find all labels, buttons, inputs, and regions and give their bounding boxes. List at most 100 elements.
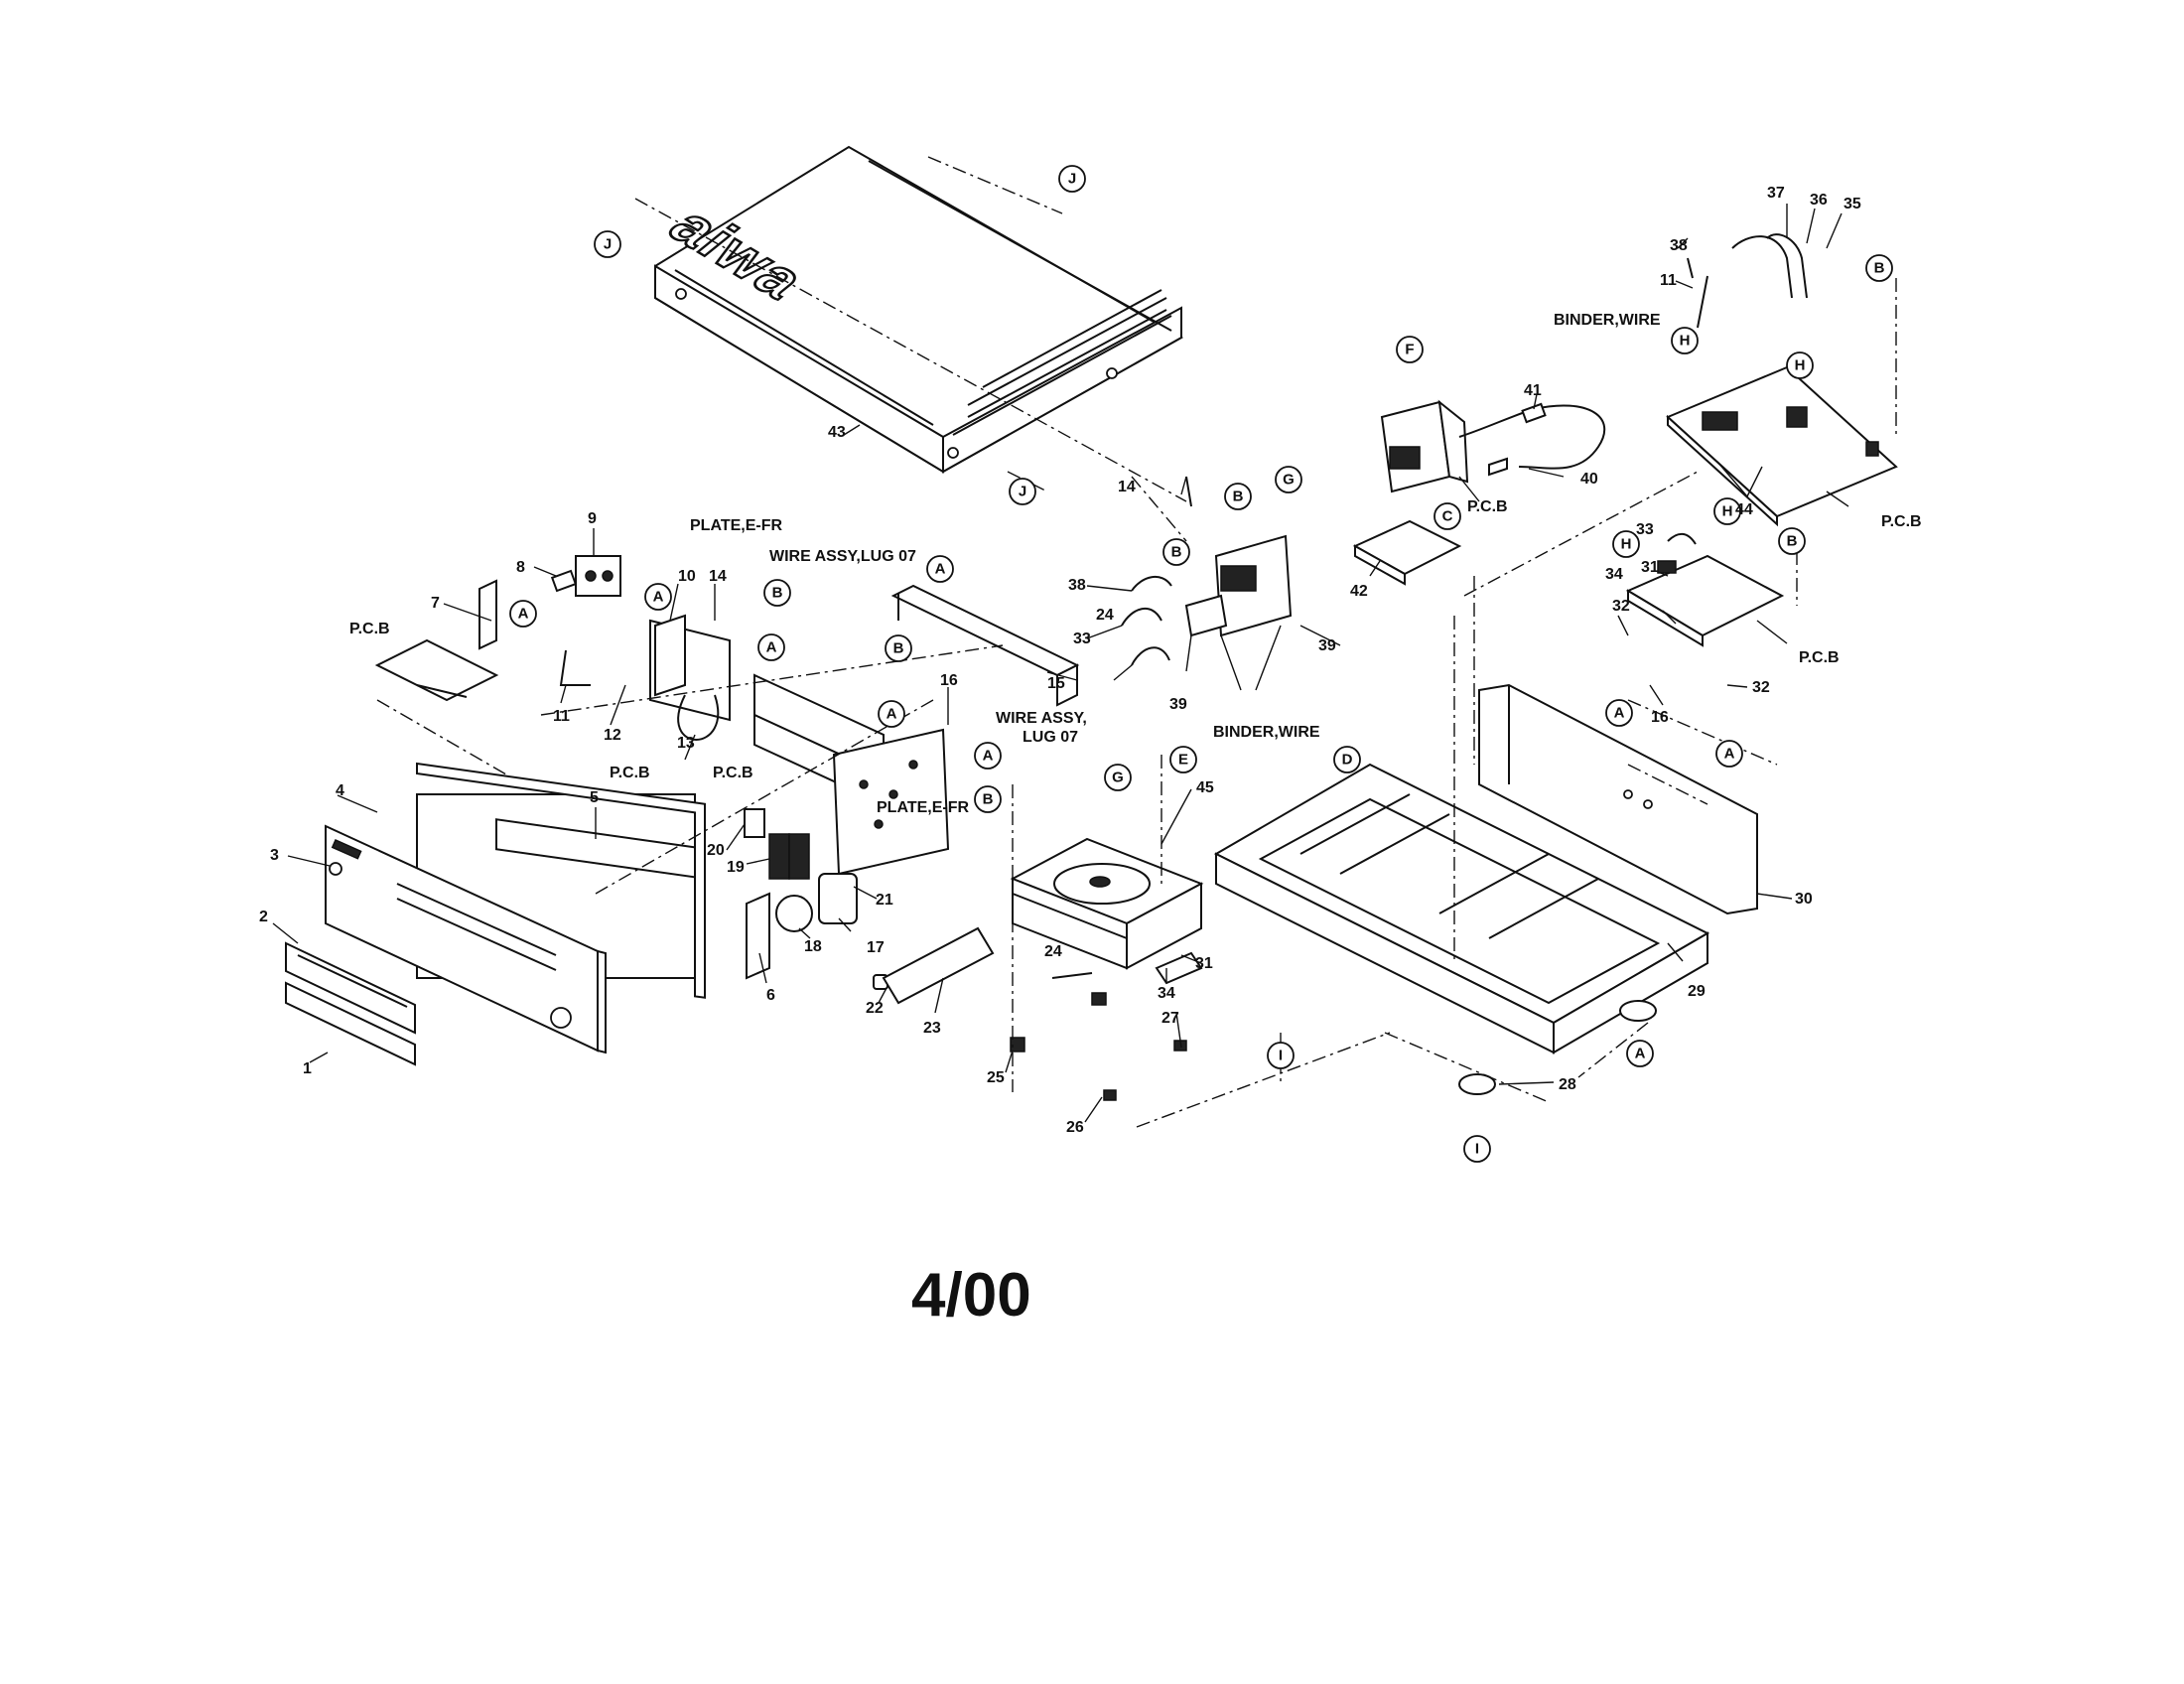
part-num-1: 1 <box>303 1060 312 1077</box>
reference-markers: J J J A A A A A A A A A B B B B B B B C … <box>509 165 1893 1163</box>
marker-a-4: A <box>926 555 954 583</box>
part-num-30: 30 <box>1795 891 1813 908</box>
part-num-26: 26 <box>1066 1119 1084 1136</box>
svg-text:A: A <box>935 561 946 578</box>
part-num-9: 9 <box>588 510 597 527</box>
marker-h-4: H <box>1612 530 1640 558</box>
marker-b-4: B <box>1224 483 1252 510</box>
part-num-34-mech: 34 <box>1158 985 1175 1002</box>
part-num-19: 19 <box>727 859 745 876</box>
part-num-37: 37 <box>1767 185 1785 202</box>
label-pcb-right-top: P.C.B <box>1881 513 1922 530</box>
marker-c: C <box>1433 502 1461 530</box>
svg-text:D: D <box>1342 752 1353 769</box>
svg-text:H: H <box>1621 536 1632 553</box>
label-wire-assy: WIRE ASSY, <box>996 710 1087 727</box>
part-num-38-right: 38 <box>1670 237 1688 254</box>
part-num-24-mech: 24 <box>1044 943 1062 960</box>
part-num-16-left: 16 <box>940 672 958 689</box>
part-num-3: 3 <box>270 847 279 864</box>
part-num-42: 42 <box>1350 583 1368 600</box>
marker-b-6: B <box>1865 254 1893 282</box>
leader-lines <box>272 204 1849 1123</box>
svg-text:G: G <box>1112 770 1124 786</box>
part-num-7: 7 <box>431 595 440 612</box>
part-num-39-a: 39 <box>1318 637 1336 654</box>
marker-a-5: A <box>878 700 905 728</box>
part-num-31-right: 31 <box>1641 559 1659 576</box>
marker-g-2: G <box>1104 764 1132 791</box>
cd-mechanism <box>1010 837 1204 1101</box>
marker-a-8: A <box>1715 740 1743 768</box>
label-wire-assy-lug07-top: WIRE ASSY,LUG 07 <box>769 548 916 565</box>
svg-text:B: B <box>1874 260 1885 277</box>
svg-text:A: A <box>887 706 897 723</box>
part-num-44: 44 <box>1735 501 1753 518</box>
chassis <box>1213 683 1758 1095</box>
part-num-16-right: 16 <box>1651 709 1669 726</box>
part-numbers: 1 2 3 4 5 6 7 8 9 10 11 12 13 14 15 16 1… <box>259 185 1861 1136</box>
part-num-29: 29 <box>1688 983 1706 1000</box>
part-num-41: 41 <box>1524 382 1542 399</box>
label-plate-e-fr-top: PLATE,E-FR <box>690 517 782 534</box>
part-num-14-left: 14 <box>709 568 727 585</box>
part-num-43: 43 <box>828 424 846 441</box>
label-plate-e-fr-bottom: PLATE,E-FR <box>877 799 969 816</box>
marker-g-1: G <box>1275 466 1302 493</box>
label-pcb-right-lower: P.C.B <box>1799 649 1840 666</box>
part-num-10: 10 <box>678 568 696 585</box>
top-cover: aiwa <box>653 145 1184 474</box>
part-num-11-left: 11 <box>553 708 570 725</box>
marker-f: F <box>1396 336 1424 363</box>
svg-text:A: A <box>1614 705 1625 722</box>
marker-i-2: I <box>1463 1135 1491 1163</box>
svg-text:H: H <box>1795 357 1806 374</box>
svg-text:A: A <box>766 639 777 656</box>
label-pcb-left: P.C.B <box>349 621 390 637</box>
svg-text:C: C <box>1442 508 1453 525</box>
marker-a-2: A <box>644 583 672 611</box>
svg-text:B: B <box>772 585 783 602</box>
marker-h-2: H <box>1786 351 1814 379</box>
part-num-17: 17 <box>867 939 885 956</box>
marker-a-6: A <box>974 742 1002 770</box>
label-pcb-main: P.C.B <box>713 765 753 781</box>
marker-h-1: H <box>1671 327 1699 354</box>
part-num-25: 25 <box>987 1069 1005 1086</box>
marker-a-3: A <box>757 633 785 661</box>
part-num-40: 40 <box>1580 471 1598 488</box>
marker-b-2: B <box>885 634 912 662</box>
part-num-34-right: 34 <box>1605 566 1623 583</box>
part-num-2: 2 <box>259 909 268 925</box>
part-num-35: 35 <box>1843 196 1861 212</box>
marker-d: D <box>1333 746 1361 773</box>
marker-j-2: J <box>1058 165 1086 193</box>
svg-text:A: A <box>1724 746 1735 763</box>
part-num-8: 8 <box>516 559 525 576</box>
svg-text:H: H <box>1722 503 1733 520</box>
part-num-22: 22 <box>866 1000 884 1017</box>
svg-text:J: J <box>1068 171 1076 188</box>
svg-text:J: J <box>604 236 612 253</box>
marker-j-1: J <box>594 230 621 258</box>
front-panel-assembly <box>285 762 706 1066</box>
marker-h-3: H <box>1713 497 1741 525</box>
part-num-14-center: 14 <box>1118 479 1136 495</box>
marker-a-7: A <box>1605 699 1633 727</box>
power-transformer <box>1352 399 1606 586</box>
revision-date: 4/00 <box>911 1261 1031 1330</box>
alignment-lines <box>376 156 1897 1128</box>
part-num-4: 4 <box>336 782 344 799</box>
part-num-28: 28 <box>1559 1076 1576 1093</box>
label-lug07: LUG 07 <box>1023 729 1078 746</box>
svg-text:F: F <box>1405 342 1414 358</box>
part-num-23: 23 <box>923 1020 941 1037</box>
svg-text:B: B <box>1233 489 1244 505</box>
svg-text:H: H <box>1680 333 1691 350</box>
part-num-32-b: 32 <box>1752 679 1770 696</box>
marker-b-5: B <box>1162 538 1190 566</box>
marker-e: E <box>1169 746 1197 773</box>
part-num-24-center: 24 <box>1096 607 1114 624</box>
part-num-12: 12 <box>604 727 621 744</box>
